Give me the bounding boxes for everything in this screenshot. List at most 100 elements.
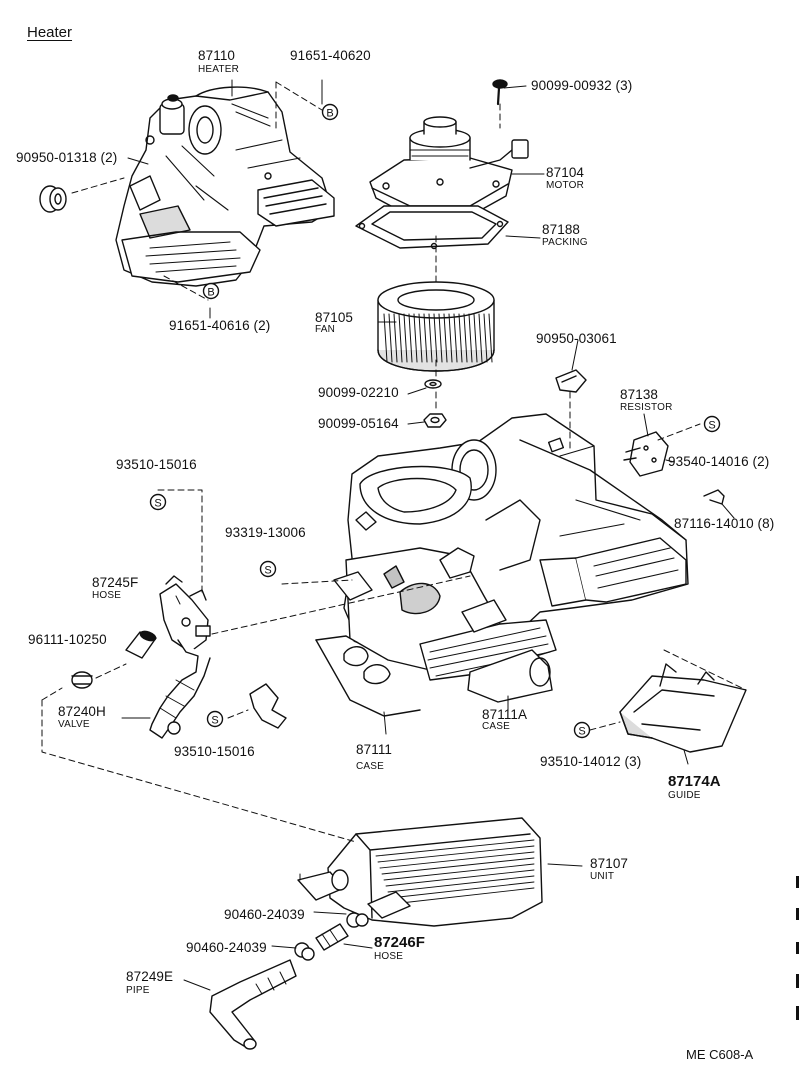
badge-letter: B	[326, 108, 333, 120]
hose-clamp-icon	[346, 912, 369, 928]
part-number-87249e: 87249E	[126, 969, 174, 984]
fan-blade	[478, 313, 483, 363]
part-caption-heater: HEATER	[198, 64, 240, 75]
heater-case-icon	[315, 413, 689, 717]
blower-motor-icon	[369, 116, 529, 235]
part-number-90460-24039-b: 90460-24039	[186, 940, 267, 955]
part-caption-case: CASE	[356, 761, 385, 772]
fan-blade	[448, 313, 453, 363]
badge-s-icon: S	[703, 415, 721, 433]
heater-assembly-icon	[115, 86, 335, 287]
badge-s-icon: S	[206, 710, 224, 728]
fan-blade	[463, 313, 468, 363]
resistor-icon	[623, 431, 669, 477]
bolt-icon	[492, 79, 508, 106]
leader-lines	[121, 79, 735, 991]
core-fin	[385, 869, 535, 887]
fan-blade	[433, 313, 438, 363]
core-fin	[377, 845, 535, 863]
badge-letter: B	[207, 287, 214, 299]
part-number-87111: 87111	[356, 742, 393, 757]
badge-letter: S	[578, 726, 585, 738]
badge-s-icon: S	[573, 721, 591, 739]
hose-clamp-icon	[294, 942, 315, 961]
part-number-87105: 87105	[315, 310, 354, 325]
part-number-90460-24039-a: 90460-24039	[224, 907, 305, 922]
part-caption-resistor: RESISTOR	[620, 402, 673, 413]
core-fin	[379, 851, 535, 869]
nut-icon	[423, 413, 447, 428]
part-number-87245f: 87245F	[92, 575, 139, 590]
washer-icon	[424, 379, 442, 389]
blower-fan-icon	[377, 281, 495, 372]
part-caption-fan: FAN	[315, 324, 336, 335]
diagram-code: ME C608-A	[686, 1047, 754, 1062]
fan-blade	[398, 313, 403, 363]
fan-blade	[473, 313, 478, 363]
badge-letter: S	[154, 498, 161, 510]
core-fin	[383, 863, 535, 881]
core-fin	[381, 857, 535, 875]
part-number-93510-15016-bottom: 93510-15016	[174, 744, 255, 759]
part-caption-pipe: PIPE	[126, 985, 150, 996]
fan-blade	[403, 313, 408, 363]
badge-letter: S	[264, 565, 271, 577]
fan-blade	[418, 313, 423, 363]
badge-letter: S	[211, 715, 218, 727]
fan-blade	[458, 313, 463, 363]
page-title: Heater	[27, 24, 73, 41]
fan-blade	[438, 313, 443, 363]
bracket-icon	[249, 683, 287, 729]
badge-s-icon: S	[149, 493, 167, 511]
part-caption-hose-2: HOSE	[374, 951, 404, 962]
packing-gasket-icon	[355, 205, 509, 250]
part-number-91651-40616: 91651-40616 (2)	[169, 318, 271, 333]
part-number-90099-02210: 90099-02210	[318, 385, 399, 400]
assembly-lines	[41, 81, 747, 881]
part-caption-guide: GUIDE	[668, 790, 701, 801]
part-number-90950-03061: 90950-03061	[536, 331, 617, 346]
part-number-93510-14012: 93510-14012 (3)	[540, 754, 642, 769]
water-valve-icon	[149, 575, 211, 739]
part-number-90099-00932: 90099-00932 (3)	[531, 78, 633, 93]
part-number-93319-13006: 93319-13006	[225, 525, 306, 540]
core-fin	[391, 887, 535, 905]
part-caption-motor: MOTOR	[546, 180, 585, 191]
part-number-91651-40620: 91651-40620	[290, 48, 371, 63]
spring-clip-icon	[703, 489, 725, 505]
part-number-87110: 87110	[198, 48, 236, 63]
part-number-87246f: 87246F	[374, 934, 425, 951]
fan-blade	[443, 313, 448, 363]
badge-b-icon: B	[202, 282, 220, 300]
air-guide-icon	[619, 663, 747, 753]
part-number-93540-14016: 93540-14016 (2)	[668, 454, 770, 469]
core-fin	[389, 881, 535, 899]
part-caption-valve: VALVE	[58, 719, 90, 730]
part-number-87174a: 87174A	[668, 773, 721, 790]
part-number-87111a: 87111A	[482, 707, 528, 722]
badges: B B S S S S S	[149, 103, 721, 739]
badge-b-icon: B	[321, 103, 339, 121]
core-fin	[387, 875, 535, 893]
part-caption-unit: UNIT	[590, 871, 615, 882]
fan-blade	[428, 313, 433, 363]
part-number-96111-10250: 96111-10250	[28, 632, 107, 647]
water-pipe-icon	[209, 959, 297, 1050]
part-caption-packing: PACKING	[542, 237, 588, 248]
core-fin	[375, 839, 535, 857]
part-number-90950-01318: 90950-01318 (2)	[16, 150, 118, 165]
part-number-87240h: 87240H	[58, 704, 106, 719]
fan-blade	[483, 313, 488, 363]
fan-blade	[468, 313, 473, 363]
scan-edge-marks	[796, 876, 799, 1020]
short-hose-icon	[125, 630, 157, 659]
part-number-87138: 87138	[620, 387, 659, 402]
badge-letter: S	[708, 420, 715, 432]
fan-blade	[413, 313, 418, 363]
part-number-87116-14010: 87116-14010 (8)	[674, 516, 775, 531]
part-number-87188: 87188	[542, 222, 581, 237]
part-number-87104: 87104	[546, 165, 585, 180]
part-caption-hose: HOSE	[92, 590, 122, 601]
